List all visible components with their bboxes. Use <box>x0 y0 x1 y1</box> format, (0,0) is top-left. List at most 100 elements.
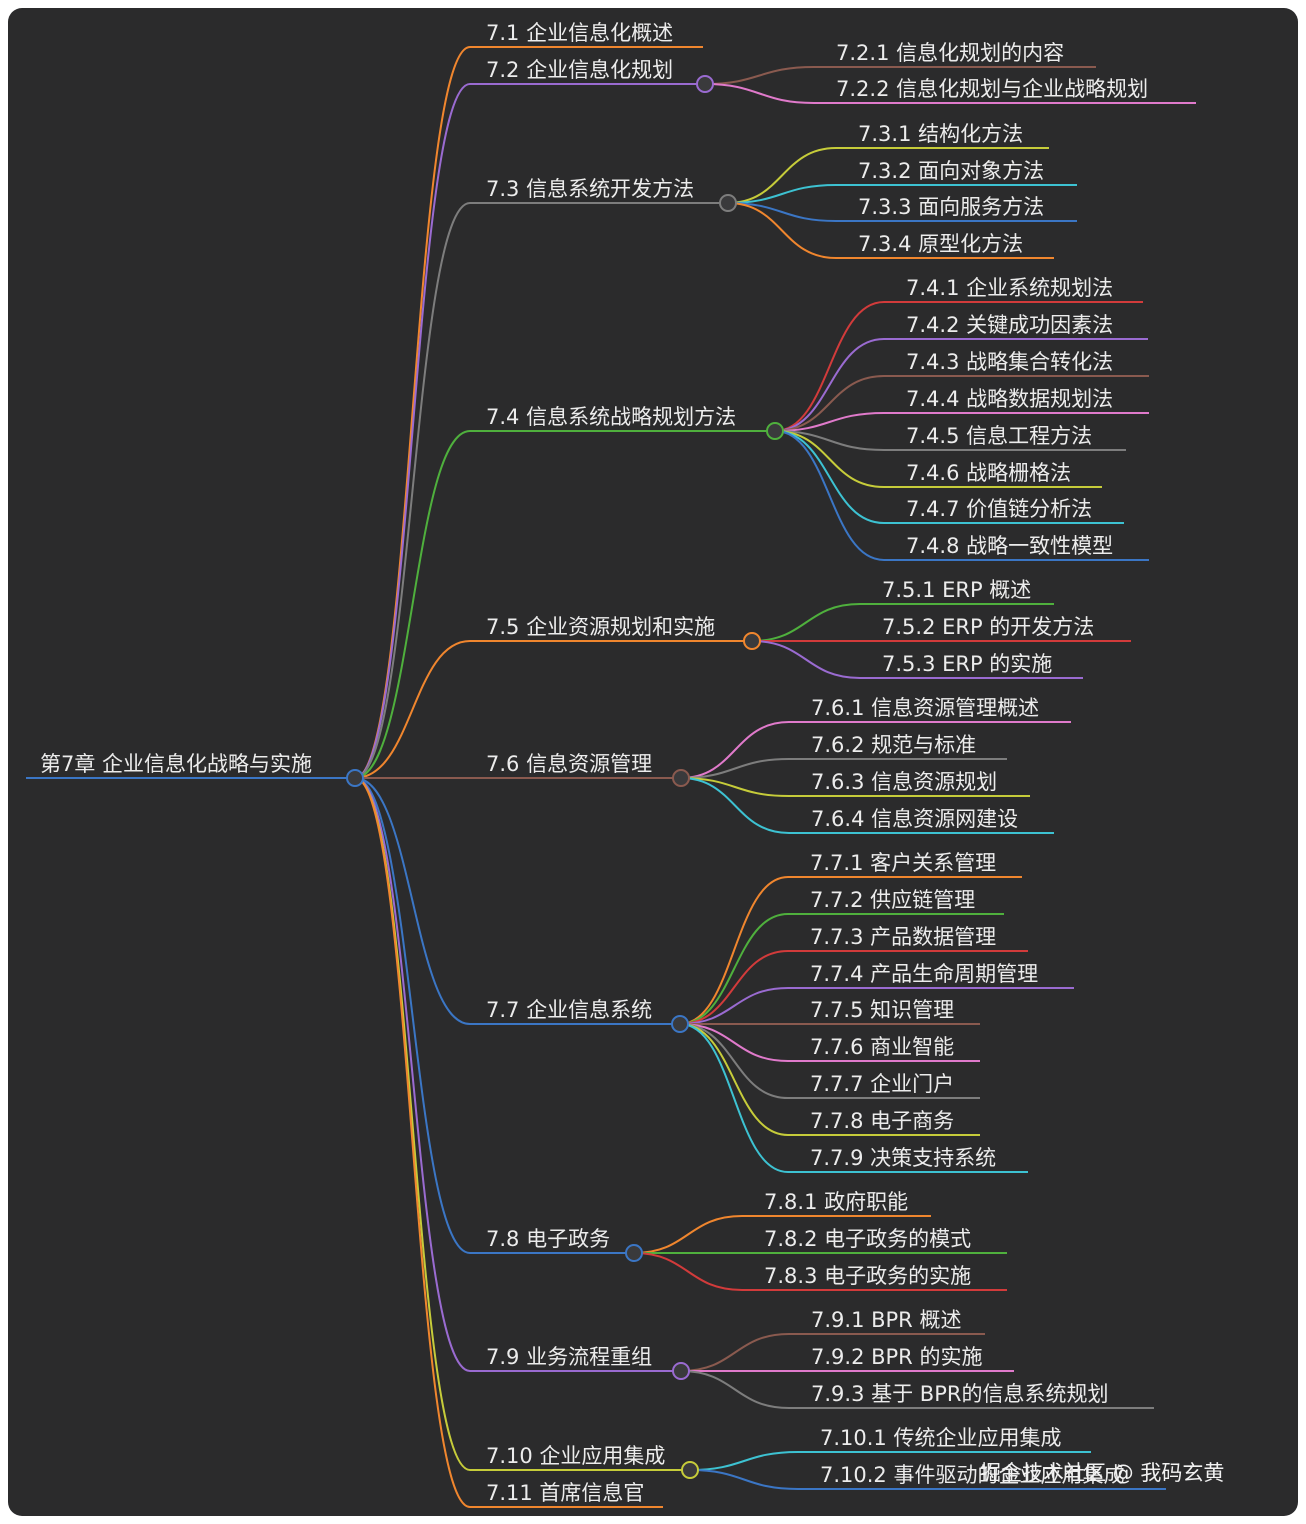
section-toggle-2 <box>696 75 714 93</box>
section-label-3: 7.3 信息系统开发方法 <box>486 177 694 201</box>
subtopic-label-4-8: 7.4.8 战略一致性模型 <box>906 534 1113 558</box>
branch-line-1 <box>354 46 471 779</box>
subtopic-link-4-8 <box>774 430 885 561</box>
subtopic-label-7-2: 7.7.2 供应链管理 <box>810 888 975 912</box>
subtopic-label-7-6: 7.7.6 商业智能 <box>810 1035 954 1059</box>
subtopic-label-4-2: 7.4.2 关键成功因素法 <box>906 313 1113 337</box>
section-toggle-7 <box>671 1015 689 1033</box>
sections: 7.1 企业信息化概述 7.2 企业信息化规划 7.3 信息系统开发方法 7.4 信息… <box>470 21 784 1508</box>
subtopic-link-7-6 <box>679 1023 789 1062</box>
subtopic-link-4-5 <box>774 430 885 451</box>
subtopic-label-6-3: 7.6.3 信息资源规划 <box>811 770 997 794</box>
section-label-6: 7.6 信息资源管理 <box>486 752 652 776</box>
section-label-4: 7.4 信息系统战略规划方法 <box>486 405 736 429</box>
subtopic-link-7-3 <box>679 950 789 1025</box>
subtopic-link-5-3 <box>751 640 861 679</box>
branch-line-5 <box>354 640 471 779</box>
root-links <box>354 46 471 1508</box>
subtopic-label-8-3: 7.8.3 电子政务的实施 <box>764 1264 971 1288</box>
subtopic-link-7-7 <box>679 1023 789 1099</box>
section-label-7: 7.7 企业信息系统 <box>486 998 652 1022</box>
branch-line-10 <box>354 777 471 1471</box>
subtopic-label-3-2: 7.3.2 面向对象方法 <box>858 159 1044 183</box>
subtopic-label-2-2: 7.2.2 信息化规划与企业战略规划 <box>836 77 1148 101</box>
subtopic-label-5-2: 7.5.2 ERP 的开发方法 <box>882 615 1094 639</box>
subtopic-link-6-3 <box>680 777 790 797</box>
section-toggle-6 <box>672 769 690 787</box>
subtopic-label-5-3: 7.5.3 ERP 的实施 <box>882 652 1052 676</box>
subtopic-label-2-1: 7.2.1 信息化规划的内容 <box>836 41 1064 65</box>
branch-line-9 <box>354 777 471 1372</box>
subtopic-label-6-2: 7.6.2 规范与标准 <box>811 733 976 757</box>
subtopic-link-7-8 <box>679 1023 789 1136</box>
subtopic-link-4-4 <box>774 412 885 432</box>
subtopic-link-7-1 <box>679 876 789 1025</box>
section-toggle-4 <box>766 422 784 440</box>
section-label-2: 7.2 企业信息化规划 <box>486 58 673 82</box>
mindmap-canvas: 第7章 企业信息化战略与实施 7.2.1 信息化规划的内容 7.2.2 信息化规划与… <box>8 8 1298 1516</box>
subtopic-link-8-1 <box>633 1215 743 1254</box>
section-toggle-5 <box>743 632 761 650</box>
subtopic-label-4-4: 7.4.4 战略数据规划法 <box>906 387 1113 411</box>
subtopic-label-9-1: 7.9.1 BPR 概述 <box>811 1308 961 1332</box>
subtopic-label-6-4: 7.6.4 信息资源网建设 <box>811 807 1018 831</box>
subtopic-label-4-1: 7.4.1 企业系统规划法 <box>906 276 1113 300</box>
subtopic-link-4-3 <box>774 375 885 432</box>
subtopic-label-10-1: 7.10.1 传统企业应用集成 <box>820 1426 1061 1450</box>
subtopic-link-5-1 <box>751 603 861 642</box>
section-label-1: 7.1 企业信息化概述 <box>486 21 673 45</box>
subtopic-link-2-2 <box>704 83 815 104</box>
section-label-10: 7.10 企业应用集成 <box>486 1444 665 1468</box>
subtopic-label-10-2: 7.10.2 事件驱动的企业应用集成 <box>820 1463 1124 1487</box>
subtopic-link-8-3 <box>633 1252 743 1291</box>
branch-line-8 <box>354 777 471 1254</box>
subtopic-link-3-4 <box>727 202 837 259</box>
subtopic-link-6-2 <box>680 758 790 779</box>
subtopic-label-3-3: 7.3.3 面向服务方法 <box>858 195 1044 219</box>
branch-line-11 <box>354 777 471 1508</box>
subtopic-label-4-6: 7.4.6 战略栅格法 <box>906 461 1071 485</box>
subtopic-label-4-3: 7.4.3 战略集合转化法 <box>906 350 1113 374</box>
root-toggle <box>346 769 364 787</box>
subtopic-link-2-1 <box>704 66 815 85</box>
section-toggle-10 <box>681 1461 699 1479</box>
subtopic-label-7-1: 7.7.1 客户关系管理 <box>810 851 996 875</box>
subtopic-link-10-1 <box>689 1451 799 1471</box>
section-label-5: 7.5 企业资源规划和实施 <box>486 615 715 639</box>
branch-line-3 <box>354 202 471 779</box>
mindmap-svg: 第7章 企业信息化战略与实施 7.2.1 信息化规划的内容 7.2.2 信息化规划与… <box>26 21 1224 1508</box>
subtopic-label-7-8: 7.7.8 电子商务 <box>810 1109 954 1133</box>
subtopic-link-10-2 <box>689 1469 799 1490</box>
section-toggle-8 <box>625 1244 643 1262</box>
subtopic-link-9-3 <box>680 1370 790 1409</box>
subtopic-link-4-6 <box>774 430 885 488</box>
subtopic-label-9-2: 7.9.2 BPR 的实施 <box>811 1345 982 1369</box>
section-label-9: 7.9 业务流程重组 <box>486 1345 652 1369</box>
section-toggle-3 <box>719 194 737 212</box>
subtopic-label-7-4: 7.7.4 产品生命周期管理 <box>810 962 1038 986</box>
subtopic-link-6-1 <box>680 721 790 779</box>
subtopic-link-3-2 <box>727 184 837 204</box>
root-topic: 第7章 企业信息化战略与实施 <box>40 752 312 776</box>
section-label-11: 7.11 首席信息官 <box>486 1481 644 1505</box>
section-toggle-9 <box>672 1362 690 1380</box>
subtopic-label-7-5: 7.7.5 知识管理 <box>810 998 954 1022</box>
subtopic-label-5-1: 7.5.1 ERP 概述 <box>882 578 1031 602</box>
subtopic-link-7-9 <box>679 1023 789 1173</box>
subtopic-link-6-4 <box>680 777 790 834</box>
branch-line-7 <box>354 777 471 1025</box>
subtopic-link-7-4 <box>679 987 789 1025</box>
subtopic-link-4-2 <box>774 338 885 432</box>
subtopic-link-7-2 <box>679 913 789 1025</box>
subtopic-label-7-3: 7.7.3 产品数据管理 <box>810 925 996 949</box>
subtopic-label-4-5: 7.4.5 信息工程方法 <box>906 424 1092 448</box>
section-label-8: 7.8 电子政务 <box>486 1227 610 1251</box>
subtopic-label-6-1: 7.6.1 信息资源管理概述 <box>811 696 1039 720</box>
subtopic-label-4-7: 7.4.7 价值链分析法 <box>906 497 1092 521</box>
subtopic-link-4-7 <box>774 430 885 524</box>
subtopic-link-4-1 <box>774 301 885 432</box>
branch-line-2 <box>354 83 471 779</box>
subtopic-label-7-7: 7.7.7 企业门户 <box>810 1072 954 1096</box>
watermark-text: 掘金技术社区 @ 我码玄黄 <box>980 1461 1224 1485</box>
